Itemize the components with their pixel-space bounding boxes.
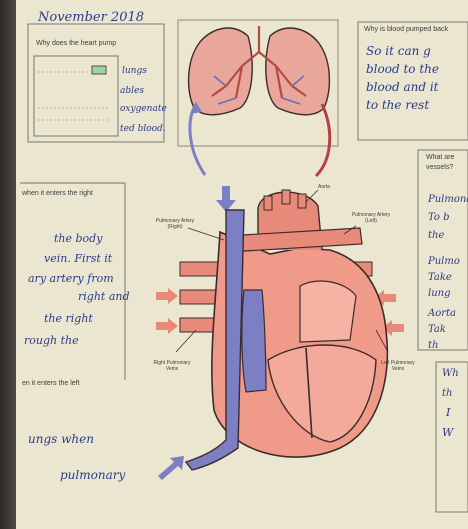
answer-line: to the rest [366,98,429,112]
right-line: the right [44,312,93,325]
answer-line: So it can g [366,44,431,58]
vessel-note: lung [428,288,450,299]
right-arrow-icon [156,318,178,334]
up-arrow-icon [158,456,184,480]
date-heading: November 2018 [38,10,144,25]
box-right [418,150,468,350]
right-line: right and [78,290,130,303]
vessel-note: th [428,340,438,351]
question-blood-pumped: Why is blood pumped back [364,26,448,33]
question-enters-left: en it enters the left [22,380,80,387]
br-line: th [442,388,452,399]
mid-line: ted blood. [120,124,166,134]
vessel-note: Pulmo [428,256,460,267]
vessel-note: To b [428,212,450,223]
key-swatch [92,66,106,74]
label-lpv: Left Pulmonary Veins [376,360,420,372]
right-arrow-icon [156,288,178,304]
vessel-note: Pulmona [428,194,468,205]
vessel-note: Aorta [428,308,456,319]
left-atrium [300,281,356,342]
label-pa-left: Pulmonary Artery (Left) [346,212,396,224]
label-rpv: Right Pulmonary Veins [150,360,194,372]
left-lung [189,28,253,115]
label-aorta: Aorta [318,184,330,190]
vessel-note: Tak [428,324,446,335]
answer-line: blood to the [366,62,439,76]
right-line: vein. First it [44,252,112,265]
br-line: Wh [442,368,459,379]
answer-line: blood and it [366,80,439,94]
mid-line: oxygenate [120,104,167,114]
right-line: the body [54,232,102,245]
left-line: ungs when [28,432,94,446]
down-arrow-icon [216,186,236,212]
label-pa-right: Pulmonary Artery (Right) [150,218,200,230]
oxy-loop-arrow [316,104,330,176]
question-vessels-cont: vessels? [426,164,453,171]
vessel-note: Take [428,272,452,283]
deoxy-loop-arrow [190,104,205,175]
left-line: pulmonary [60,468,125,482]
question-enters-right: when it enters the right [22,190,93,197]
question-what-vessels: What are [426,154,454,161]
right-line: rough the [24,334,79,347]
vessel-note: the [428,230,444,241]
mid-line: lungs [122,66,147,76]
right-line: ary artery from [28,272,114,285]
mid-line: ables [120,86,144,96]
right-lung [266,28,330,115]
br-line: I [446,406,450,419]
question-heart-pump: Why does the heart pump [36,40,116,47]
br-line: W [442,426,453,439]
